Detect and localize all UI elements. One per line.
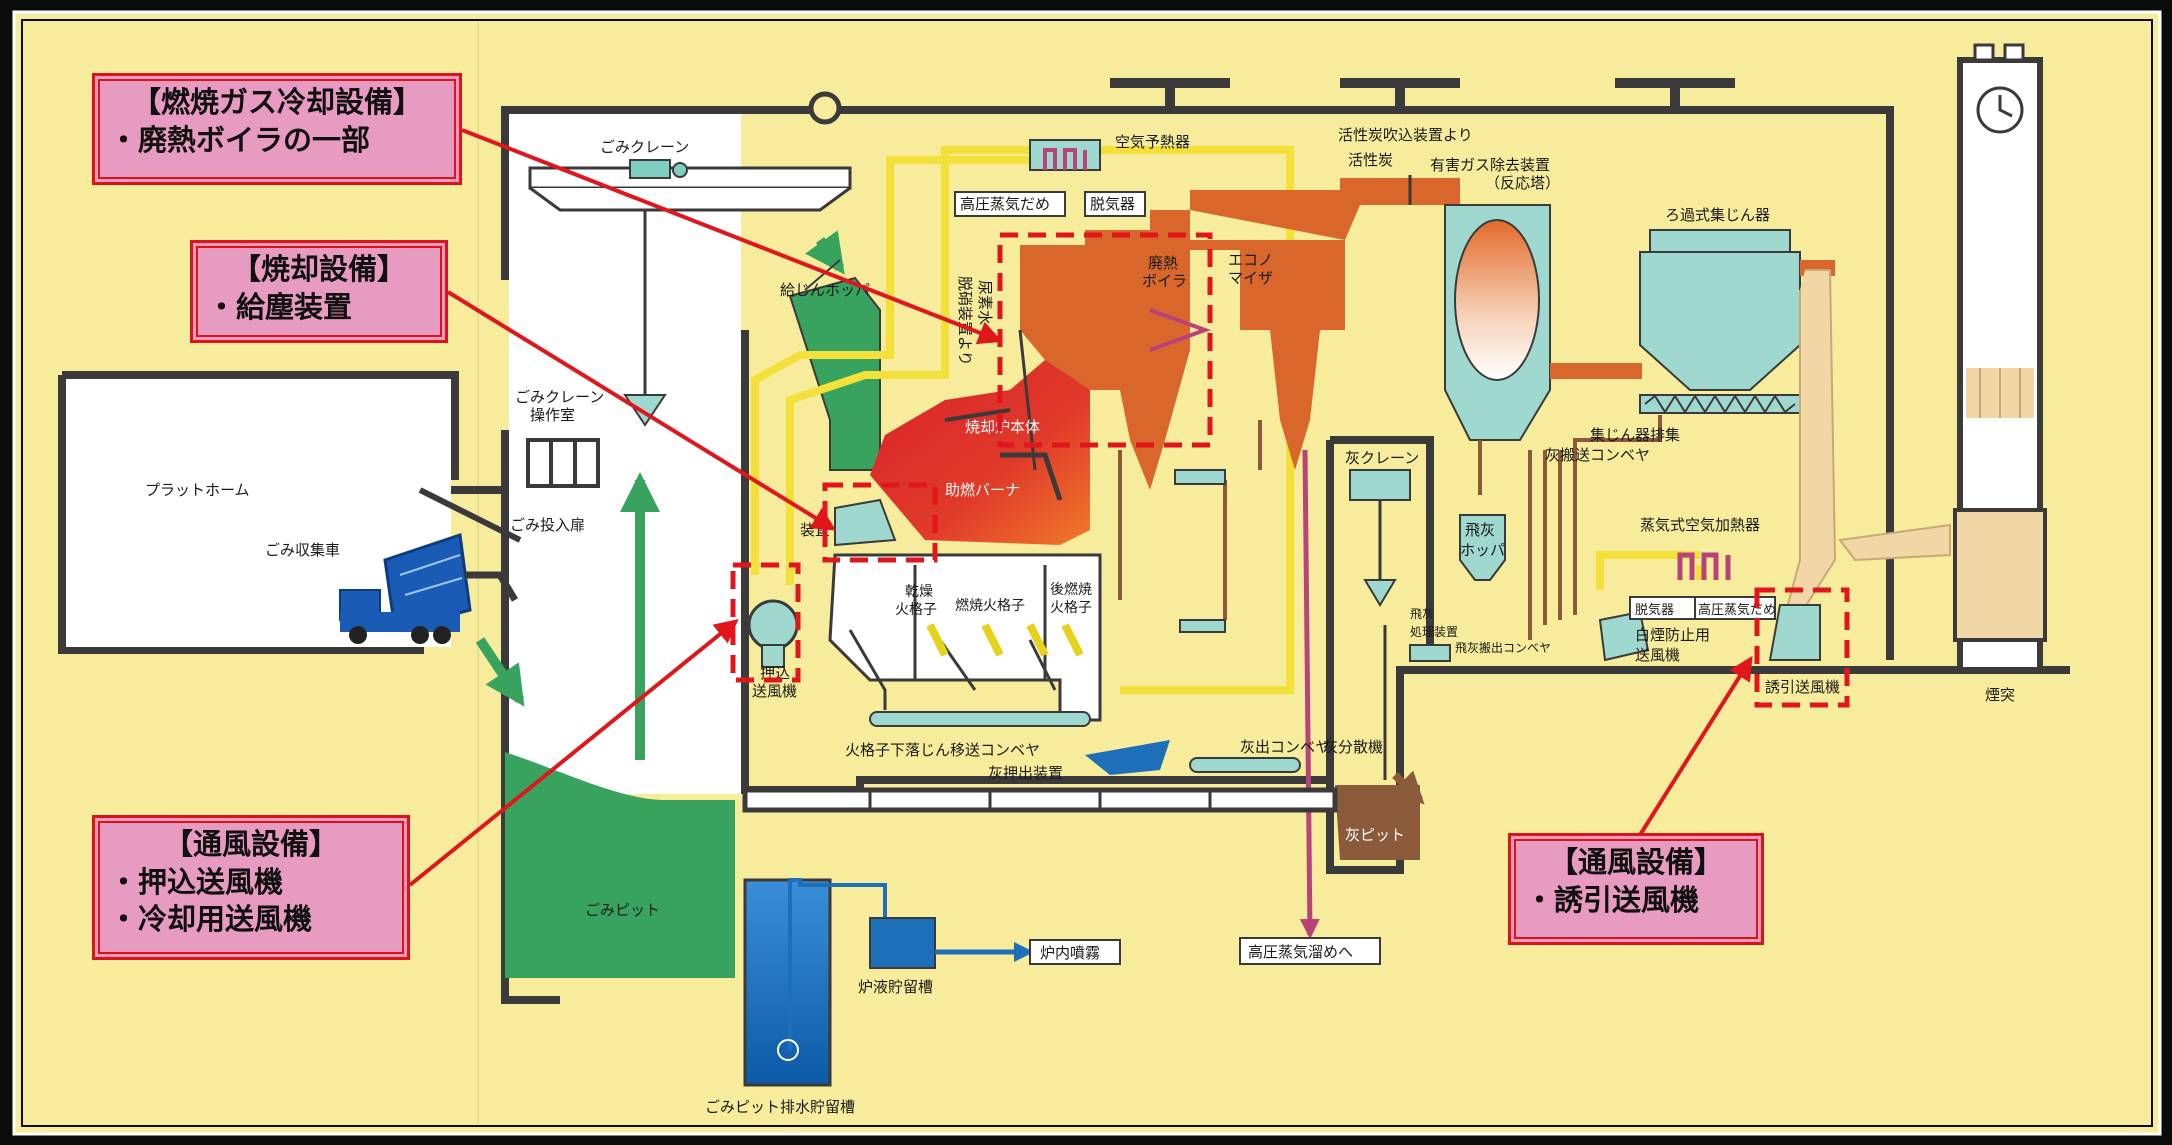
label-grate-conveyor: 火格子下落じん移送コンベヤ	[845, 741, 1040, 759]
label-air-preheater: 空気予熱器	[1115, 133, 1190, 151]
arrow-gas-cooling	[461, 128, 1003, 345]
ash-pit	[1335, 785, 1420, 860]
label-activated-carbon: 活性炭	[1348, 151, 1393, 169]
grate-conveyor	[869, 711, 1091, 727]
induced-draft-fan	[1768, 604, 1821, 661]
label-hp-steam: 高圧蒸気だめ	[960, 195, 1050, 213]
highlight-feeder	[822, 482, 938, 563]
label-harmful-gas-1: 有害ガス除去装置	[1430, 156, 1550, 174]
fly-ash-hopper	[1459, 514, 1506, 581]
feeder-unit	[834, 498, 897, 547]
callout-ventilation-right-heading: 【通風設備】	[1548, 845, 1723, 879]
forced-draft-fan	[747, 599, 799, 651]
label-ash-pit: 灰ピット	[1345, 826, 1405, 844]
label-activated-carbon-from: 活性炭吹込装置より	[1338, 126, 1473, 144]
label-economizer-2: マイザ	[1228, 269, 1273, 287]
waste-heat-boiler	[1020, 210, 1190, 490]
label-bag-filter: ろ過式集じん器	[1665, 206, 1770, 224]
label-fly-ash-treatment-1: 飛灰	[1410, 607, 1434, 621]
label-liquid-tank: 炉液貯留槽	[858, 978, 933, 996]
callout-incineration-heading: 【焼却設備】	[231, 252, 406, 286]
callout-gas-cooling-heading: 【燃焼ガス冷却設備】	[131, 85, 422, 119]
label-denitration: 脱硝装置より	[956, 276, 974, 366]
label-grate-burn: 燃焼火格子	[955, 597, 1025, 614]
platform-area	[66, 379, 451, 647]
callout-incineration: 【焼却設備】 ・給塵装置	[190, 240, 448, 343]
crane-operator-room	[526, 438, 600, 488]
callout-ventilation-left-item-1: ・押込送風機	[109, 864, 284, 899]
callout-incineration-item-1: ・給塵装置	[207, 289, 353, 324]
label-waste-boiler-1: 廃熱	[1148, 254, 1178, 272]
label-push-fan-2: 送風機	[752, 682, 797, 700]
highlight-induced-fan	[1754, 587, 1850, 708]
label-grate-dry-1: 乾燥	[905, 584, 933, 600]
pit-drain-tank	[743, 878, 832, 1087]
label-grate-dry-2: 火格子	[895, 602, 937, 618]
highlight-push-fan	[730, 562, 801, 683]
label-furnace-spray: 炉内噴霧	[1040, 944, 1100, 962]
callout-ventilation-left: 【通風設備】 ・押込送風機 ・冷却用送風機	[92, 815, 410, 960]
label-burner: 助燃バーナ	[945, 481, 1020, 499]
label-deaerator: 脱気器	[1090, 195, 1135, 213]
label-furnace: 焼却炉本体	[965, 418, 1040, 436]
label-pit-drain-tank: ごみピット排水貯留槽	[705, 1098, 855, 1116]
callout-ventilation-right: 【通風設備】 ・誘引送風機	[1508, 833, 1764, 945]
callout-gas-cooling: 【燃焼ガス冷却設備】 ・廃熱ボイラの一部	[92, 73, 462, 185]
label-chimney: 煙突	[1985, 686, 2015, 704]
label-input-door: ごみ投入扉	[510, 516, 585, 534]
furnace-body	[870, 360, 1090, 545]
label-collection-truck: ごみ収集車	[265, 541, 340, 559]
label-fly-ash-treatment-2: 処理装置	[1410, 625, 1458, 639]
garbage-pit	[505, 752, 735, 978]
label-crane-room-2: 操作室	[530, 406, 575, 424]
label-fly-ash-hopper-1: 飛灰	[1465, 521, 1495, 539]
label-platform: プラットホーム	[145, 481, 250, 499]
liquid-storage-tank	[869, 917, 936, 969]
label-hopper: 給じんホッパ	[780, 281, 870, 299]
label-grate-post-2: 火格子	[1050, 600, 1092, 616]
label-plume-2: 送風機	[1635, 646, 1680, 664]
callout-ventilation-right-item-1: ・誘引送風機	[1525, 882, 1700, 917]
callout-gas-cooling-item-1: ・廃熱ボイラの一部	[109, 122, 371, 157]
roof-vents	[1110, 78, 1735, 110]
label-urea: 尿素水	[976, 280, 994, 325]
arrow-ventilation-right	[1638, 655, 1753, 837]
label-pit: ごみピット	[585, 901, 660, 919]
callout-ventilation-left-heading: 【通風設備】	[163, 827, 338, 861]
label-ash-spreader: 灰分散機	[1323, 738, 1383, 756]
label-fly-ash-conveyor: 飛灰搬出コンベヤ	[1455, 640, 1551, 655]
label-induced-fan: 誘引送風機	[1765, 678, 1840, 696]
label-fly-ash-hopper-2: ホッパ	[1460, 541, 1505, 559]
label-dust-conveyor-1: 集じん器排集	[1590, 426, 1680, 444]
label-ash-extruder: 灰押出装置	[988, 764, 1063, 782]
bag-filter	[1639, 229, 1801, 414]
label-steam-air-heater: 蒸気式空気加熱器	[1640, 516, 1760, 534]
label-crane: ごみクレーン	[600, 138, 689, 156]
label-harmful-gas-2: （反応塔）	[1485, 174, 1560, 192]
label-grate-post-1: 後燃焼	[1050, 581, 1092, 598]
chimney	[1953, 43, 2047, 673]
label-ash-conveyor: 灰出コンベヤ	[1240, 738, 1330, 756]
label-deaerator-2: 脱気器	[1635, 602, 1674, 618]
label-plume-1: 白煙防止用	[1635, 626, 1710, 644]
ash-conveyor	[1189, 757, 1301, 773]
label-hp-steam-2: 高圧蒸気だめ	[1698, 602, 1776, 618]
label-economizer-1: エコノ	[1228, 251, 1273, 269]
callout-ventilation-left-item-2: ・冷却用送風機	[109, 902, 313, 937]
garbage-truck	[339, 533, 472, 644]
arrow-ventilation-left	[408, 618, 739, 887]
label-ash-crane: 灰クレーン	[1345, 449, 1419, 467]
ash-crane	[1326, 436, 1434, 780]
arrow-incineration	[446, 290, 837, 531]
garbage-crane	[528, 159, 852, 427]
label-waste-boiler-2: ボイラ	[1142, 272, 1187, 290]
label-dust-conveyor-2: 灰搬送コンベヤ	[1545, 446, 1650, 464]
label-to-hp-steam: 高圧蒸気溜めへ	[1248, 943, 1353, 961]
economizer	[1150, 240, 1345, 470]
label-crane-room-1: ごみクレーン	[515, 388, 604, 406]
